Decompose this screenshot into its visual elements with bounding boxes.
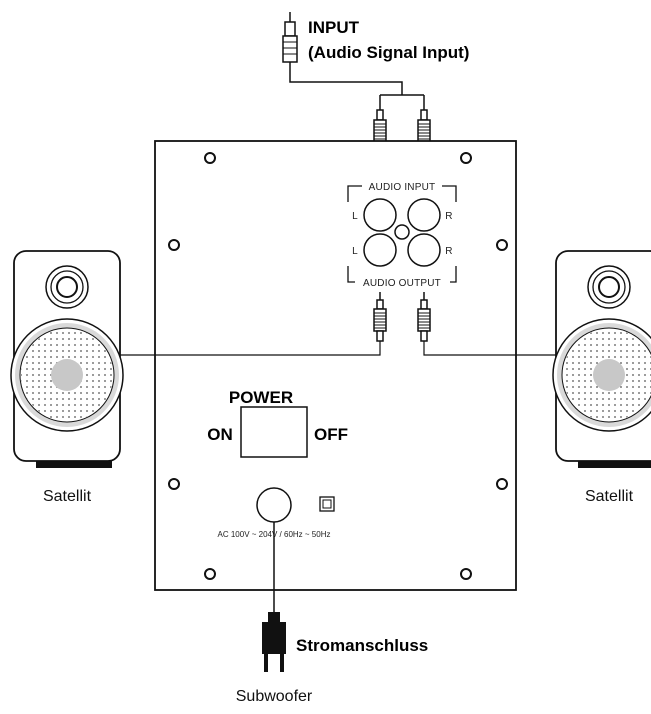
- subwoofer-label: Subwoofer: [236, 688, 313, 705]
- right-satellite-speaker-icon: [552, 250, 651, 468]
- audio-jacks: [363, 198, 441, 267]
- screw-holes: [168, 152, 508, 580]
- output-right-jack: [407, 233, 441, 267]
- power-on-label: ON: [207, 425, 233, 444]
- speaker-cables: [120, 341, 556, 356]
- audio-output-label: AUDIO OUTPUT: [363, 278, 441, 289]
- audio-io-bracket: [347, 185, 457, 283]
- input-title: INPUT: [308, 18, 360, 37]
- right-satellite-label: Satellit: [585, 488, 634, 505]
- fuse-icon: [319, 496, 335, 512]
- power-connection-label: Stromanschluss: [296, 636, 428, 655]
- input-left-jack: [363, 198, 397, 232]
- power-off-label: OFF: [314, 425, 348, 444]
- output-left-letter: L: [352, 246, 358, 257]
- input-subtitle: (Audio Signal Input): [308, 43, 469, 62]
- audio-input-label: AUDIO INPUT: [369, 182, 436, 193]
- power-plug-icon: [262, 612, 286, 672]
- center-jack: [394, 224, 410, 240]
- splitter-cable: [289, 72, 425, 110]
- input-right-letter: R: [445, 211, 452, 222]
- output-left-jack: [363, 233, 397, 267]
- power-switch[interactable]: [240, 406, 308, 458]
- power-label: POWER: [229, 388, 293, 407]
- output-right-letter: R: [445, 246, 452, 257]
- input-left-letter: L: [352, 211, 358, 222]
- input-rca-plug-icon: [282, 12, 298, 72]
- input-right-jack: [407, 198, 441, 232]
- power-socket: [256, 487, 292, 523]
- left-satellite-label: Satellit: [43, 488, 92, 505]
- subwoofer-panel: [154, 140, 517, 591]
- left-satellite-speaker-icon: [10, 250, 124, 468]
